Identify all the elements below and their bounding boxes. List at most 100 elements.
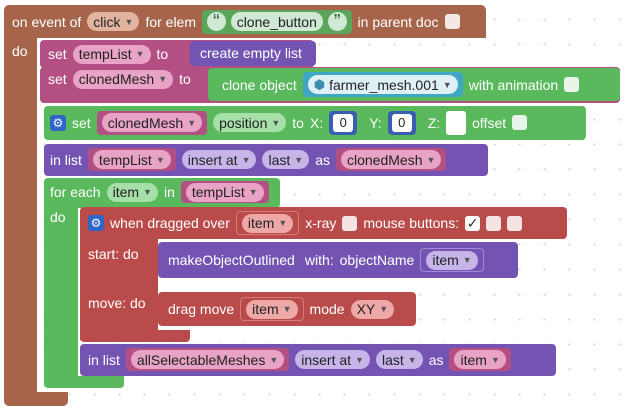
to-label: to bbox=[156, 46, 169, 62]
chevron-down-icon: ▼ bbox=[407, 354, 417, 365]
insert-position-dropdown[interactable]: last▼ bbox=[262, 150, 310, 169]
chevron-down-icon: ▼ bbox=[269, 354, 279, 365]
chevron-down-icon: ▼ bbox=[248, 187, 258, 197]
event-block-arm bbox=[4, 36, 37, 396]
clonedmesh-getter-dropdown[interactable]: clonedMesh▼ bbox=[341, 150, 442, 169]
event-type-dropdown[interactable]: click▼ bbox=[87, 12, 140, 31]
event-prefix-label: on event of bbox=[12, 13, 82, 30]
templist-getter-block[interactable]: tempList▼ bbox=[87, 148, 176, 171]
set-label: set bbox=[48, 71, 67, 87]
chevron-down-icon: ▼ bbox=[426, 154, 436, 165]
chevron-down-icon: ▼ bbox=[187, 117, 197, 128]
chevron-down-icon: ▼ bbox=[124, 16, 134, 27]
chevron-down-icon: ▼ bbox=[282, 304, 292, 314]
as-label: as bbox=[428, 351, 444, 368]
with-label: with: bbox=[304, 252, 334, 268]
item-getter-block[interactable]: item▼ bbox=[240, 297, 304, 321]
with-animation-checkbox[interactable] bbox=[564, 77, 580, 92]
chevron-down-icon: ▼ bbox=[462, 255, 472, 265]
item-getter-block[interactable]: item▼ bbox=[420, 248, 484, 272]
set-label: set bbox=[72, 114, 91, 131]
clonedmesh-var-dropdown[interactable]: clonedMesh▼ bbox=[72, 69, 174, 89]
mode-label: mode bbox=[309, 301, 345, 317]
object-selector-block[interactable]: ⬢ farmer_mesh.001 ▼ bbox=[302, 72, 463, 97]
offset-checkbox[interactable] bbox=[512, 115, 528, 130]
loop-var-dropdown[interactable]: item▼ bbox=[106, 182, 158, 202]
drag-block-foot bbox=[80, 330, 190, 342]
z-empty-slot[interactable] bbox=[446, 110, 467, 135]
drag-block[interactable] bbox=[80, 207, 567, 239]
y-number-block[interactable]: 0 bbox=[387, 110, 416, 135]
item-getter-block[interactable]: item▼ bbox=[235, 211, 300, 235]
chevron-down-icon: ▼ bbox=[278, 218, 288, 228]
to-label: to bbox=[179, 71, 191, 87]
object-selector-dropdown[interactable]: ⬢ farmer_mesh.001 ▼ bbox=[307, 75, 458, 94]
start-do-label: start: do bbox=[88, 246, 139, 262]
for-each-foot bbox=[44, 376, 124, 388]
create-empty-list-label: create empty list bbox=[200, 45, 302, 61]
chevron-down-icon: ▼ bbox=[135, 49, 145, 59]
xray-label: x-ray bbox=[305, 215, 337, 231]
chevron-down-icon: ▼ bbox=[158, 74, 168, 84]
x-label: X: bbox=[309, 114, 324, 131]
in-label: in bbox=[163, 184, 175, 200]
selectable-getter-block[interactable]: allSelectableMeshes▼ bbox=[125, 348, 290, 371]
for-each-arm bbox=[44, 206, 78, 382]
x-number-block[interactable]: 0 bbox=[329, 110, 358, 135]
elem-text-block[interactable]: “ clone_button ” bbox=[202, 9, 352, 34]
templist-getter-dropdown[interactable]: tempList▼ bbox=[185, 182, 264, 202]
for-elem-label: for elem bbox=[145, 13, 197, 30]
cube-icon: ⬢ bbox=[313, 76, 326, 92]
chevron-down-icon: ▼ bbox=[271, 117, 281, 128]
templist-getter-dropdown[interactable]: tempList▼ bbox=[92, 150, 171, 169]
gear-icon[interactable]: ⚙ bbox=[88, 215, 104, 231]
make-outlined-label: makeObjectOutlined bbox=[168, 252, 295, 268]
z-label: Z: bbox=[427, 114, 441, 131]
open-quote-icon: “ bbox=[207, 12, 226, 32]
y-label: Y: bbox=[369, 114, 382, 131]
in-list-label: in list bbox=[88, 351, 120, 368]
mouse-middle-checkbox[interactable] bbox=[486, 215, 502, 231]
drag-move-label: drag move bbox=[168, 301, 235, 317]
templist-getter-block[interactable]: tempList▼ bbox=[180, 181, 269, 203]
item-getter-block[interactable]: item▼ bbox=[449, 348, 511, 371]
create-empty-list-block[interactable] bbox=[190, 41, 316, 66]
chevron-down-icon: ▼ bbox=[143, 187, 152, 197]
in-parent-checkbox[interactable] bbox=[444, 14, 460, 29]
clonedmesh-getter-dropdown[interactable]: clonedMesh▼ bbox=[101, 113, 203, 132]
mouse-right-checkbox[interactable] bbox=[507, 215, 523, 231]
templist-var-dropdown[interactable]: tempList▼ bbox=[72, 44, 151, 64]
move-do-label: move: do bbox=[88, 295, 146, 311]
insert-position-dropdown[interactable]: last▼ bbox=[375, 350, 423, 369]
mode-dropdown[interactable]: XY▼ bbox=[350, 299, 395, 319]
insert-mode-dropdown[interactable]: insert at▼ bbox=[181, 150, 257, 169]
event-do-label: do bbox=[12, 43, 28, 59]
object-name-label: objectName bbox=[339, 252, 415, 268]
chevron-down-icon: ▼ bbox=[490, 354, 500, 365]
close-quote-icon: ” bbox=[327, 12, 347, 32]
with-animation-label: with animation bbox=[468, 76, 559, 93]
chevron-down-icon: ▼ bbox=[379, 304, 389, 314]
selectable-getter-dropdown[interactable]: allSelectableMeshes▼ bbox=[130, 350, 285, 369]
mouse-left-checkbox[interactable]: ✓ bbox=[465, 214, 481, 231]
gear-icon[interactable]: ⚙ bbox=[50, 114, 66, 131]
item-getter-dropdown[interactable]: item▼ bbox=[454, 350, 506, 369]
for-each-label: for each bbox=[50, 184, 101, 200]
mouse-buttons-label: mouse buttons: bbox=[363, 215, 460, 231]
chevron-down-icon: ▼ bbox=[355, 354, 364, 365]
as-label: as bbox=[315, 151, 330, 168]
x-number-field[interactable]: 0 bbox=[333, 113, 354, 132]
item-getter-dropdown[interactable]: item▼ bbox=[426, 250, 478, 270]
clonedmesh-getter-block[interactable]: clonedMesh▼ bbox=[96, 110, 208, 135]
xray-checkbox[interactable] bbox=[342, 215, 358, 231]
item-getter-dropdown[interactable]: item▼ bbox=[246, 299, 298, 319]
insert-mode-dropdown[interactable]: insert at▼ bbox=[295, 350, 370, 369]
property-dropdown[interactable]: position▼ bbox=[213, 113, 287, 132]
item-getter-dropdown[interactable]: item▼ bbox=[241, 213, 294, 233]
elem-text-field[interactable]: clone_button bbox=[230, 12, 323, 31]
y-number-field[interactable]: 0 bbox=[391, 113, 412, 132]
set-label: set bbox=[48, 46, 67, 62]
drag-block-arm bbox=[80, 236, 158, 340]
clonedmesh-getter-block[interactable]: clonedMesh▼ bbox=[336, 148, 447, 171]
chevron-down-icon: ▼ bbox=[155, 154, 165, 165]
